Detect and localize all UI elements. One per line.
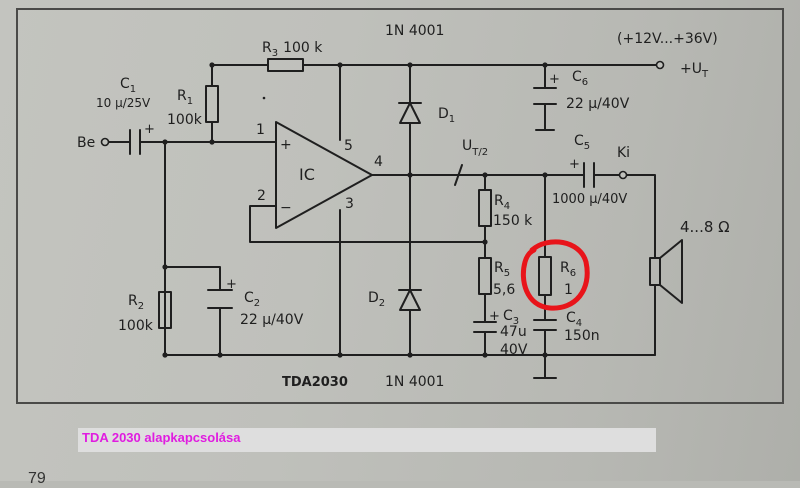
- speaker-cone: [659, 239, 683, 304]
- svg-text:C2: C2: [244, 290, 260, 309]
- svg-text:C4: C4: [566, 310, 582, 329]
- pin-5: 5: [344, 138, 353, 154]
- c6-plus: +: [549, 72, 560, 87]
- c6-value: 22 μ/40V: [566, 96, 630, 112]
- svg-text:R6: R6: [560, 260, 576, 279]
- output-terminal: [618, 170, 628, 180]
- svg-text:UT/2: UT/2: [462, 138, 488, 158]
- c5-value: 1000 μ/40V: [552, 192, 627, 207]
- svg-text:C3: C3: [503, 308, 519, 327]
- supply-label: +U: [680, 61, 702, 77]
- r4-value: 150 k: [493, 213, 533, 229]
- svg-text:R1: R1: [177, 88, 193, 107]
- c2-value: 22 μ/40V: [240, 312, 304, 328]
- supply-sub: T: [701, 69, 709, 80]
- ic-part: TDA2030: [282, 375, 348, 390]
- r6-highlight: [520, 239, 590, 311]
- ic-triangle: [275, 121, 373, 229]
- c1-value: 10 μ/25V: [96, 96, 151, 110]
- speaker-body: [649, 257, 661, 286]
- figure-caption: TDA 2030 alapkapcsolása: [82, 430, 241, 445]
- caption-bar: [78, 428, 656, 452]
- supply-range: (+12V...+36V): [617, 31, 718, 47]
- input-label: Be: [77, 135, 95, 151]
- r3-resistor: [267, 58, 304, 72]
- r1-value: 100k: [167, 112, 203, 128]
- r4-resistor: [478, 189, 492, 227]
- r6-resistor: [538, 256, 552, 296]
- d1-diode: [398, 102, 422, 124]
- r2-value: 100k: [118, 318, 154, 334]
- c3-plus: +: [489, 309, 500, 324]
- svg-text:+UT: +UT: [680, 61, 709, 80]
- r6-value: 1: [564, 282, 573, 298]
- ic-minus: −: [280, 200, 292, 216]
- svg-text:R4: R4: [494, 193, 510, 212]
- ic-plus: +: [280, 137, 292, 153]
- svg-text:C1: C1: [120, 76, 136, 95]
- ic-label: IC: [299, 165, 315, 184]
- diode-top-part: 1N 4001: [385, 23, 444, 39]
- svg-text:D1: D1: [438, 106, 455, 125]
- r5-resistor: [478, 257, 492, 295]
- input-terminal: [100, 137, 110, 147]
- pin-4: 4: [374, 154, 383, 170]
- r1-resistor: [205, 85, 219, 123]
- diode-bottom-part: 1N 4001: [385, 374, 444, 390]
- page-number: 79: [28, 470, 46, 487]
- c1-plus: +: [144, 122, 155, 137]
- svg-text:R2: R2: [128, 293, 144, 312]
- r5-value: 5,6: [493, 282, 515, 298]
- pin-2: 2: [257, 188, 266, 204]
- speaker-value: 4...8 Ω: [680, 218, 730, 236]
- c4-value: 150n: [564, 328, 600, 344]
- svg-text:R5: R5: [494, 260, 510, 279]
- mid-label: U: [462, 138, 472, 154]
- c3-value-a: 47u: [500, 324, 527, 340]
- pin-1: 1: [256, 122, 265, 138]
- c5-plus: +: [569, 157, 580, 172]
- schematic-frame: [16, 8, 784, 404]
- r2-resistor: [158, 291, 172, 329]
- c2-plus: +: [226, 277, 237, 292]
- supply-terminal: [655, 60, 665, 70]
- svg-text:C5: C5: [574, 133, 590, 152]
- c3-value-b: 40V: [500, 342, 528, 358]
- d2-diode: [398, 289, 422, 311]
- pin-3: 3: [345, 196, 354, 212]
- mid-sub: T/2: [471, 147, 488, 158]
- svg-text:D2: D2: [368, 290, 385, 309]
- svg-text:C6: C6: [572, 69, 588, 88]
- output-label: Ki: [617, 145, 630, 161]
